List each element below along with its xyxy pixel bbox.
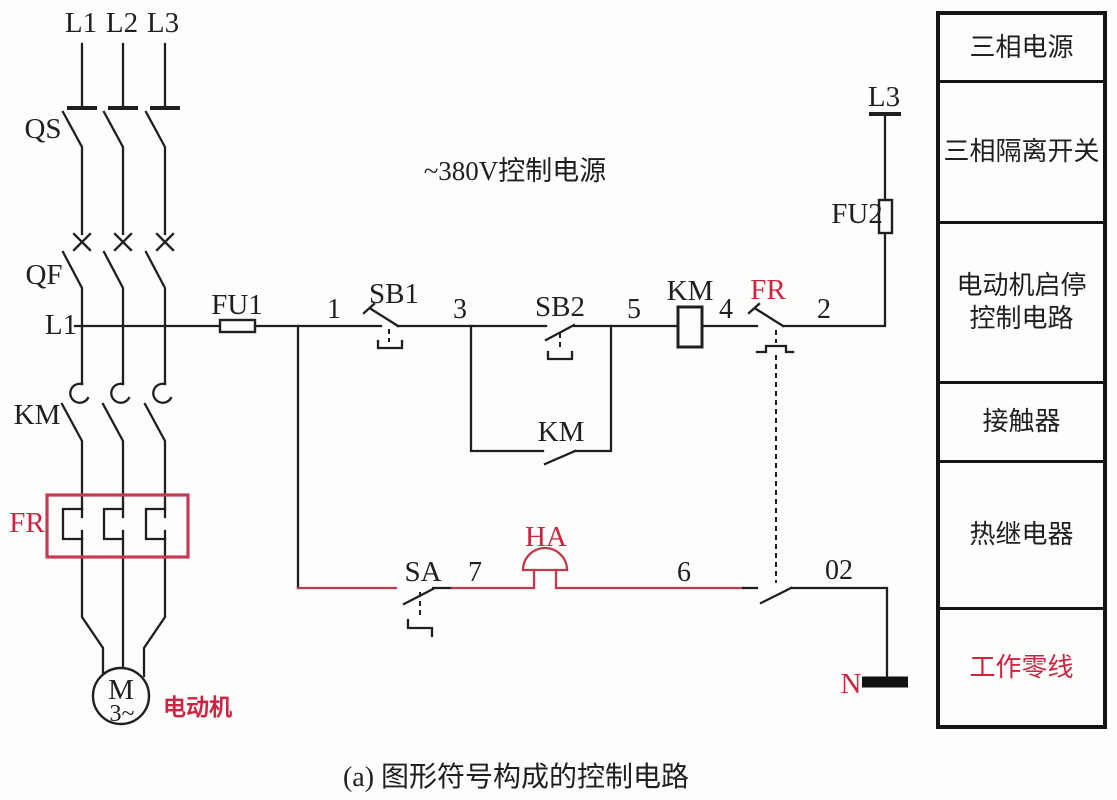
- km-coil-label: KM: [667, 275, 714, 307]
- km-aux-contact-branch: [469, 324, 613, 466]
- neutral-label: N: [841, 668, 862, 700]
- fu1-label: FU1: [211, 289, 263, 321]
- sa-switch: [402, 587, 435, 638]
- figure-caption: (a) 图形符号构成的控制电路: [343, 761, 689, 793]
- node-1-label: 1: [327, 294, 341, 325]
- sb2-start-button: [544, 323, 576, 361]
- phase-l1-label: L1: [65, 7, 97, 39]
- ha-alarm-bell: [521, 546, 569, 590]
- l3-ctrl-label: L3: [868, 81, 900, 113]
- node-3-label: 3: [453, 294, 467, 325]
- fr-thermal-box: [45, 493, 190, 559]
- qf-label: QF: [25, 259, 62, 291]
- control-rung-top: [73, 112, 901, 583]
- km-coil: [676, 305, 704, 349]
- node-5-label: 5: [627, 294, 641, 325]
- sb2-label: SB2: [535, 291, 585, 323]
- legend-row-neutral-line: 工作零线: [969, 652, 1074, 682]
- fr-nc-label: FR: [750, 274, 786, 306]
- l1-bus-label: L1: [45, 309, 77, 341]
- phase-feeders: [60, 42, 180, 678]
- sb1-stop-button: [362, 302, 404, 350]
- node-2-label: 2: [817, 294, 831, 325]
- node-4-label: 4: [719, 294, 733, 325]
- legend-row-contactor: 接触器: [940, 384, 1103, 464]
- legend-row-three-phase-power: 三相电源: [940, 15, 1103, 84]
- legend-row-thermal-relay: 热继电器: [940, 463, 1103, 611]
- motor-symbol: M 3~: [91, 666, 151, 727]
- node-02-label: 02: [825, 555, 853, 586]
- motor-phase-label: 3~: [110, 701, 135, 727]
- phase-l3-label: L3: [147, 7, 179, 39]
- qs-label: QS: [24, 113, 61, 145]
- ha-label: HA: [525, 521, 567, 553]
- legend-row-isolating-switch: 三相隔离开关: [940, 83, 1103, 225]
- sb1-label: SB1: [369, 278, 419, 310]
- motor-name-label: 电动机: [163, 695, 232, 720]
- phase-l2-label: L2: [106, 7, 138, 39]
- node-6-label: 6: [677, 557, 691, 588]
- alarm-rung: [296, 324, 908, 688]
- node-7-label: 7: [468, 557, 482, 588]
- km-main-label: KM: [14, 399, 61, 431]
- km-aux-label: KM: [538, 416, 585, 448]
- legend-row-motor-control: 电动机启停 控制电路: [940, 224, 1103, 384]
- motor-letter: M: [108, 674, 134, 706]
- legend-table: 三相电源 三相隔离开关 电动机启停 控制电路 接触器 热继电器 工作零线: [936, 11, 1107, 729]
- fr-alarm-contact: [759, 586, 793, 605]
- fu1-fuse: [218, 318, 257, 334]
- fu2-label: FU2: [831, 198, 883, 230]
- fr-nc-contact: [747, 302, 795, 583]
- control-source-title: ~380V控制电源: [424, 156, 607, 186]
- sa-label: SA: [404, 556, 441, 588]
- fr-main-label: FR: [9, 507, 45, 539]
